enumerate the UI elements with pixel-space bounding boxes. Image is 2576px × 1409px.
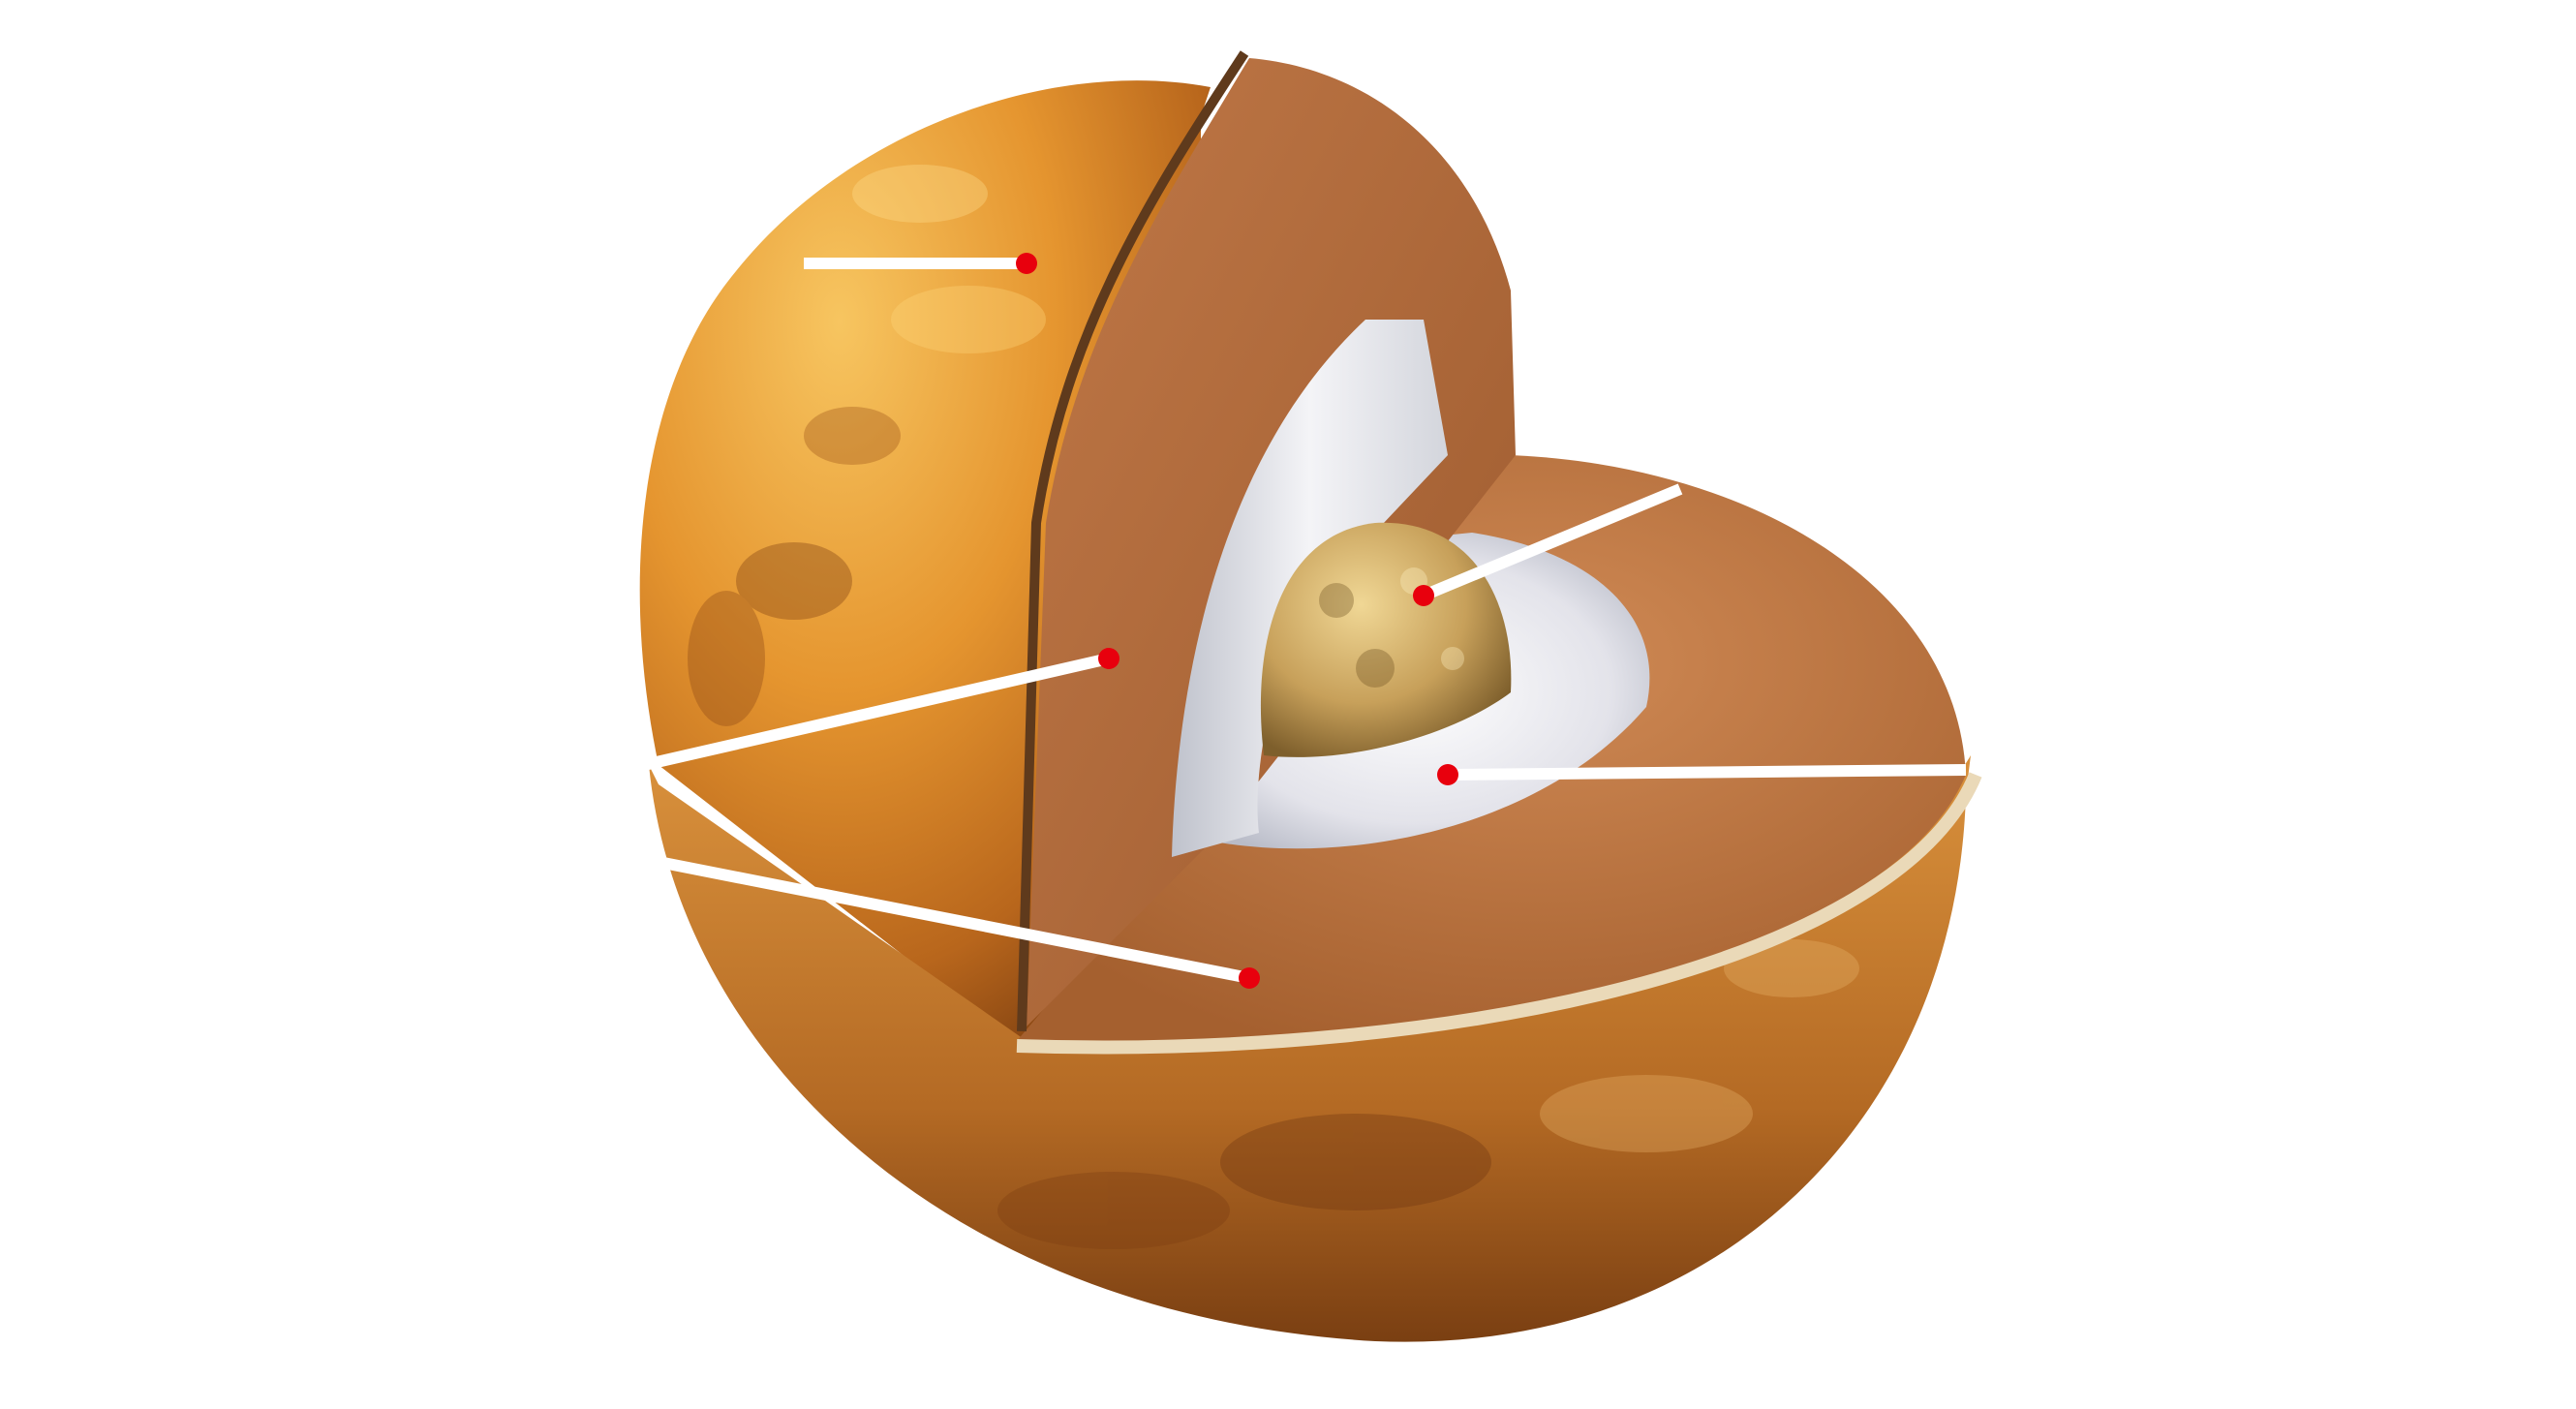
marker-dot-inner-core xyxy=(1413,585,1434,606)
leader-line-outer-core xyxy=(1447,764,1967,781)
surface-texture xyxy=(688,165,1859,1249)
marker-dot-outer-core xyxy=(1437,764,1458,785)
crust-rim-vertical xyxy=(1017,50,1249,1032)
callout-leaders xyxy=(642,253,1967,989)
leader-line-inner-core xyxy=(1421,483,1683,601)
planet-surface-lower xyxy=(649,755,1971,1342)
marker-dot-mantle-floor xyxy=(1239,967,1260,989)
leader-line-mantle-vertical xyxy=(642,653,1111,771)
marker-dot-mantle-vertical xyxy=(1098,648,1119,669)
marker-dot-surface xyxy=(1016,253,1037,274)
leader-line-mantle-floor xyxy=(657,856,1251,984)
crust-rim-floor xyxy=(1016,772,1982,1055)
